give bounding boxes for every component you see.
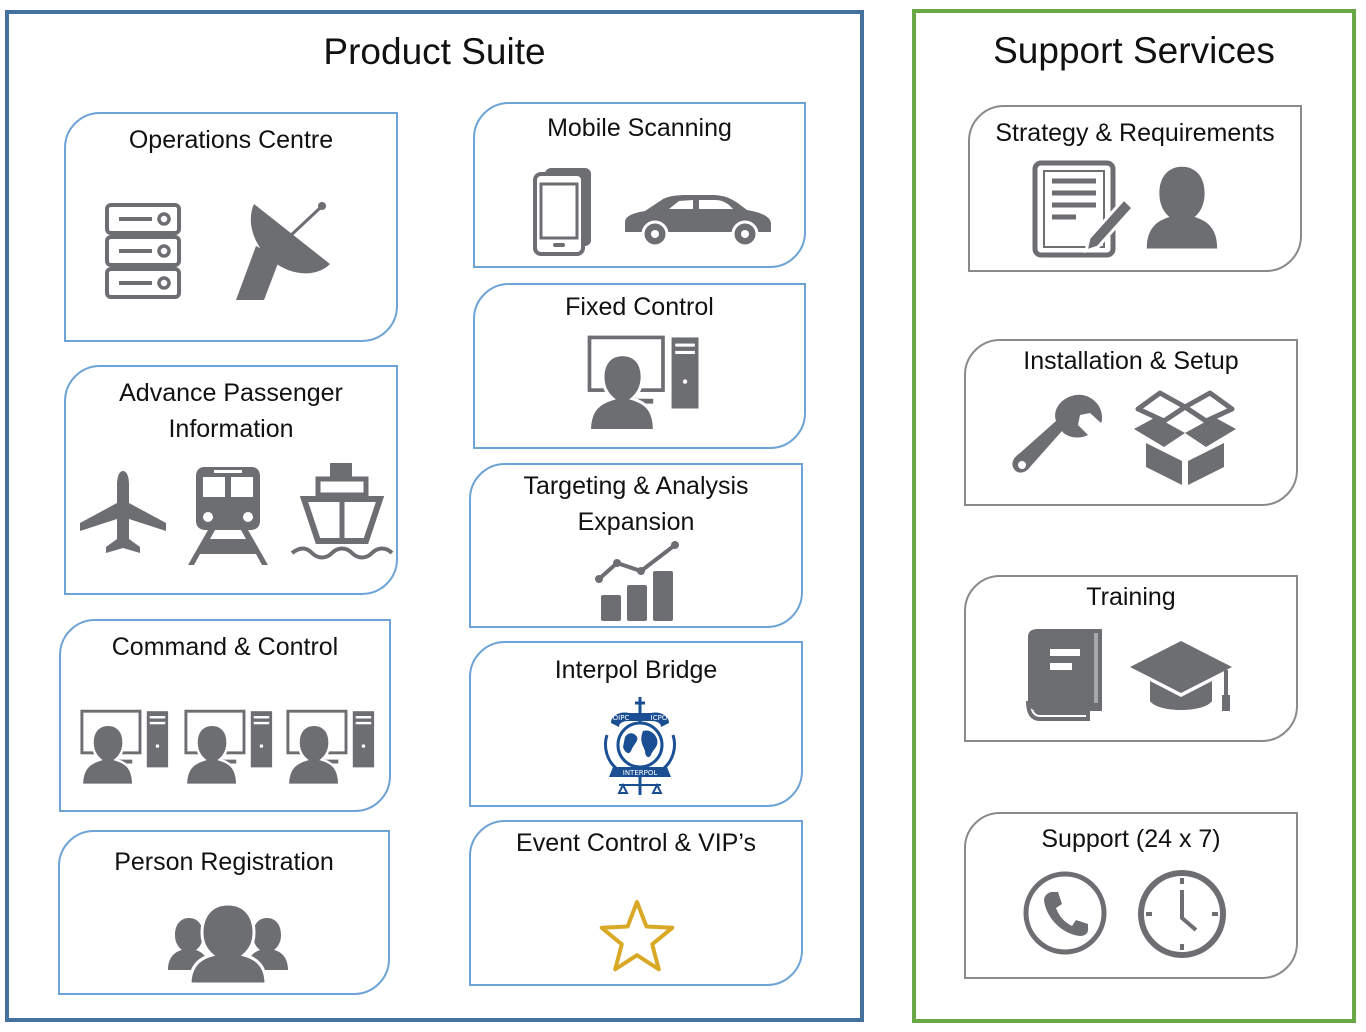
people-group-icon bbox=[166, 900, 290, 986]
card-title: Fixed Control bbox=[565, 293, 714, 321]
workstation-icon bbox=[183, 709, 275, 787]
smartphone-icon bbox=[533, 166, 595, 256]
card-title: Advance Passenger Information bbox=[119, 379, 343, 443]
bar-chart-trend-icon bbox=[595, 539, 681, 623]
product-suite-title: Product Suite bbox=[323, 31, 546, 72]
card-interpol-bridge[interactable]: Interpol Bridge OIPC ICPO INTERPOL bbox=[469, 641, 803, 807]
card-title: Operations Centre bbox=[128, 126, 334, 154]
card-mobile-scanning[interactable]: Mobile Scanning bbox=[473, 102, 806, 268]
card-title: Person Registration bbox=[114, 848, 334, 876]
card-title: Training bbox=[1086, 583, 1176, 611]
card-operations-centre[interactable]: Operations Centre bbox=[64, 112, 398, 342]
card-strategy-requirements[interactable]: Strategy & Requirements bbox=[968, 105, 1302, 272]
card-fixed-control[interactable]: Fixed Control bbox=[473, 283, 806, 449]
person-icon bbox=[1138, 163, 1226, 251]
card-advance-passenger-information[interactable]: Advance Passenger Information bbox=[64, 365, 398, 595]
card-title: Strategy & Requirements bbox=[995, 119, 1275, 147]
wrench-icon bbox=[1010, 391, 1106, 485]
card-event-control-vips[interactable]: Event Control & VIP’s bbox=[469, 820, 803, 986]
support-services-panel: Support Services bbox=[912, 9, 1356, 1023]
card-title: Installation & Setup bbox=[1023, 347, 1239, 375]
phone-icon bbox=[1022, 870, 1108, 956]
card-training[interactable]: Training bbox=[964, 575, 1298, 742]
card-title: Support (24 x 7) bbox=[1041, 825, 1221, 853]
star-icon bbox=[597, 898, 677, 974]
card-title: Event Control & VIP’s bbox=[516, 829, 756, 857]
workstation-icon bbox=[285, 709, 377, 787]
card-title: Interpol Bridge bbox=[554, 656, 718, 684]
card-installation-setup[interactable]: Installation & Setup bbox=[964, 339, 1298, 506]
clock-icon bbox=[1136, 868, 1228, 960]
open-box-icon bbox=[1130, 389, 1240, 487]
support-services-title: Support Services bbox=[993, 30, 1275, 71]
card-command-control[interactable]: Command & Control bbox=[59, 619, 391, 812]
interpol-left-text: OIPC bbox=[613, 714, 630, 722]
ship-icon bbox=[290, 461, 394, 567]
workstation-icon bbox=[555, 335, 733, 433]
interpol-emblem-icon: OIPC ICPO INTERPOL bbox=[599, 695, 681, 799]
graduation-cap-icon bbox=[1128, 637, 1234, 721]
server-rack-icon bbox=[104, 202, 182, 300]
interpol-right-text: ICPO bbox=[651, 714, 668, 722]
card-title: Mobile Scanning bbox=[547, 114, 732, 142]
card-targeting-analysis-expansion[interactable]: Targeting & Analysis Expansion bbox=[469, 463, 803, 628]
satellite-dish-icon bbox=[234, 198, 334, 302]
car-icon bbox=[621, 192, 773, 248]
airplane-icon bbox=[78, 469, 168, 555]
book-icon bbox=[1022, 627, 1106, 721]
product-suite-panel: Product Suite bbox=[5, 10, 864, 1022]
card-title: Command & Control bbox=[111, 633, 339, 661]
train-icon bbox=[186, 463, 270, 567]
interpol-ribbon-text: INTERPOL bbox=[623, 769, 658, 777]
card-person-registration[interactable]: Person Registration bbox=[58, 830, 390, 995]
card-support-24x7[interactable]: Support (24 x 7) bbox=[964, 812, 1298, 979]
workstation-icon bbox=[79, 709, 171, 787]
card-title: Targeting & Analysis Expansion bbox=[523, 472, 749, 536]
document-edit-icon bbox=[1032, 159, 1136, 259]
